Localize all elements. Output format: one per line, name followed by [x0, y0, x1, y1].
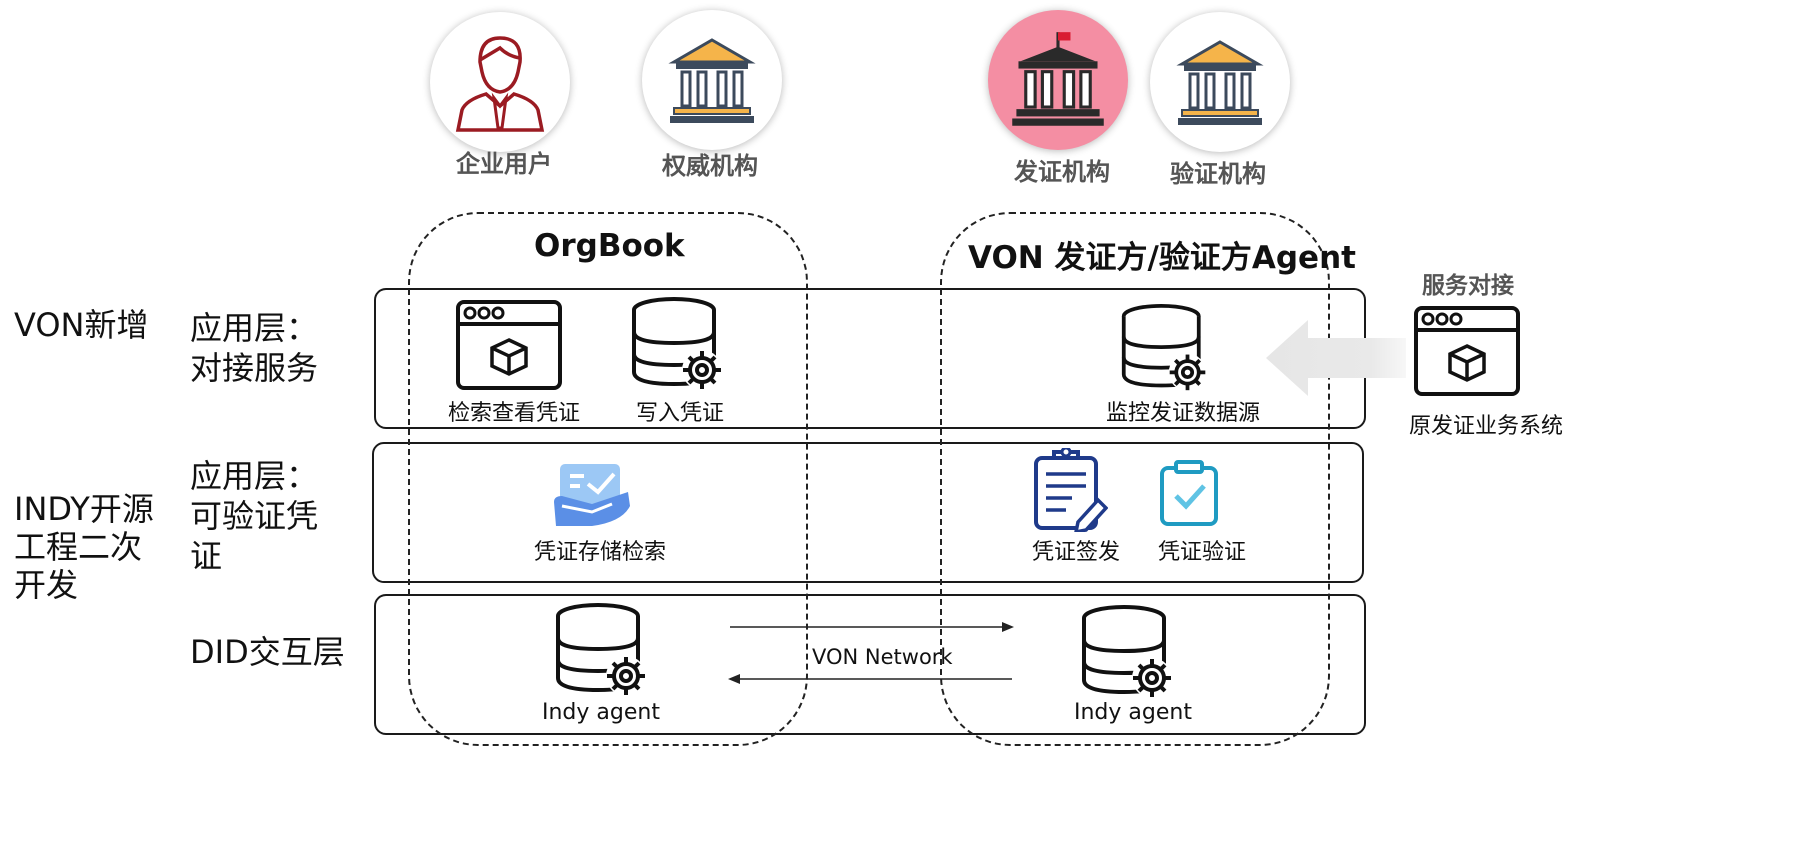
clipboard-check-icon	[1158, 460, 1220, 528]
caption-indy-agent-right: Indy agent	[1074, 700, 1192, 725]
caption-write: 写入凭证	[636, 401, 725, 426]
role-label-authority: 权威机构	[662, 152, 758, 180]
caption-issue: 凭证签发	[1032, 540, 1121, 565]
label-app-integration-layer: 应用层： 对接服务	[190, 308, 318, 388]
role-enterprise-user-circle	[430, 12, 570, 152]
caption-storage-search: 凭证存储检索	[534, 540, 667, 565]
layer-app-credential	[372, 442, 1364, 583]
group-title-orgbook: OrgBook	[534, 228, 685, 264]
label-did-layer: DID交互层	[190, 633, 345, 671]
label-von-new: VON新增	[14, 306, 149, 344]
label-app-credential-line3: 证	[190, 537, 223, 575]
database-gear-icon	[1120, 302, 1210, 394]
label-indy-dev-line3: 开发	[14, 566, 79, 604]
caption-verify: 凭证验证	[1158, 540, 1247, 565]
database-gear-icon	[554, 602, 650, 698]
credential-storage-icon	[552, 462, 632, 530]
browser-window-icon	[456, 300, 562, 390]
group-title-von-agent: VON 发证方/验证方Agent	[968, 240, 1356, 276]
caption-monitor: 监控发证数据源	[1106, 401, 1261, 426]
role-authority-circle	[642, 10, 782, 150]
user-icon	[455, 36, 545, 132]
role-label-issuer: 发证机构	[1014, 158, 1110, 186]
database-gear-icon	[630, 296, 726, 392]
label-indy-dev: INDY开源 工程二次 开发	[14, 490, 154, 604]
institution-icon	[1176, 40, 1264, 125]
label-indy-dev-line2: 工程二次	[14, 528, 143, 566]
gray-arrow-left-icon	[1266, 318, 1406, 398]
label-app-integration-line2: 对接服务	[190, 349, 319, 387]
label-app-credential-line1: 应用层：	[190, 457, 319, 495]
role-label-enterprise-user: 企业用户	[456, 150, 552, 178]
role-verifier-circle	[1150, 12, 1290, 152]
database-gear-icon	[1080, 604, 1176, 700]
label-indy-dev-line1: INDY开源	[14, 490, 154, 528]
browser-window-icon	[1414, 306, 1520, 396]
layer-did	[374, 594, 1366, 735]
role-issuer-circle	[988, 10, 1128, 150]
caption-search-view: 检索查看凭证	[448, 401, 581, 426]
label-app-credential-layer: 应用层： 可验证凭 证	[190, 456, 318, 576]
external-title: 服务对接	[1422, 273, 1514, 299]
group-von-agent	[940, 212, 1330, 746]
label-app-credential-line2: 可验证凭	[190, 497, 319, 535]
network-arrows	[726, 618, 1016, 690]
institution-flag-icon	[1012, 32, 1104, 126]
group-orgbook	[408, 212, 808, 746]
caption-indy-agent-left: Indy agent	[542, 700, 660, 725]
caption-original-system: 原发证业务系统	[1409, 414, 1564, 439]
clipboard-pen-icon	[1032, 448, 1108, 532]
label-app-integration-line1: 应用层：	[190, 309, 319, 347]
role-label-verifier: 验证机构	[1170, 160, 1266, 188]
caption-von-network: VON Network	[812, 645, 953, 669]
institution-icon	[668, 38, 756, 123]
